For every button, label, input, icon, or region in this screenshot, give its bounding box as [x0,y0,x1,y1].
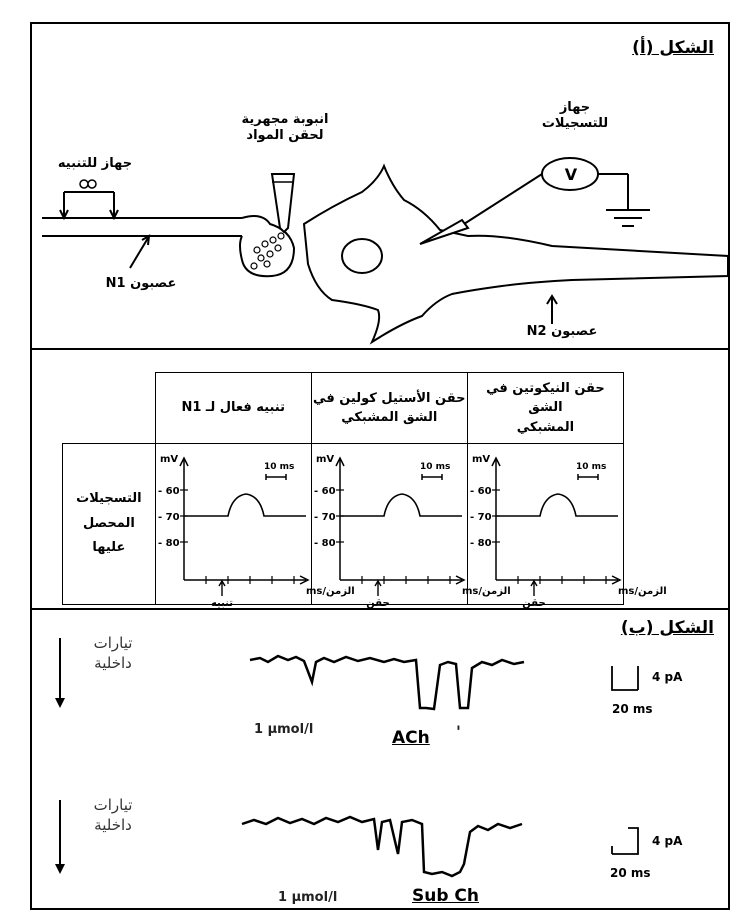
scale-bar [577,474,599,480]
inward-current-label: تيارات داخلية [93,634,133,672]
scale-bar-label: 10 ms [576,462,606,472]
figure-b-panel: الشكل (ب) تيارات داخلية تيارات داخلية 1 … [32,610,728,910]
figure-b-title: الشكل (ب) [620,618,714,638]
figure-a-title: الشكل (أ) [632,38,714,58]
figure-frame: الشكل (أ) [30,22,730,910]
y-tick-label: - 70 [314,512,336,523]
synaptic-vesicles [250,232,285,270]
postsynaptic-neuron [302,163,729,345]
recorder-label: جهاز للتسجيلات [541,100,609,132]
concentration-label: 1 µmol/l [254,722,314,737]
x-unit-label: الزمن/ms [618,586,667,597]
y-unit-label: mV [160,454,178,465]
potential-curve [339,493,462,517]
stimulator-label: جهاز للتنبيه [57,156,133,171]
stimulator-coil-icon [79,179,89,189]
subch-current-trace [241,815,523,878]
recordings-table: تنبيه فعال لـ N1 حقن الأستيل كولين في ال… [62,372,667,609]
event-label: حقن [366,598,389,609]
y-axis-arrow-icon [491,456,501,467]
scale-bar-1 [611,666,639,691]
scale-bar-label: 10 ms [264,462,294,472]
voltmeter-label: V [564,165,578,184]
y-tick-label: - 70 [470,512,492,523]
table-header-row: تنبيه فعال لـ N1 حقن الأستيل كولين في ال… [63,372,625,444]
scale-x-label: 20 ms [610,866,651,880]
ach-current-trace [249,654,525,711]
x-axis-arrow-icon [299,575,310,585]
y-tick-label: - 60 [314,486,336,497]
potential-curve [495,493,618,517]
micropipette [270,173,296,234]
column-header: حقن النيكوتين في الشق المشبكي [466,372,625,444]
concentration-label: 1 µmol/l [278,890,338,905]
y-tick-label: - 60 [470,486,492,497]
y-axis-arrow-icon [335,456,345,467]
potential-curve [183,493,306,517]
scale-bar-label: 10 ms [420,462,450,472]
event-label: تنبيه [211,598,233,609]
column-header: حقن الأستيل كولين في الشق المشبكي [310,372,468,444]
row-label: التسجيلات المحصل عليها [62,443,156,605]
scale-bar [420,474,443,480]
scale-x-label: 20 ms [612,702,653,716]
y-unit-label: mV [472,454,490,465]
drug-label-subch: Sub Ch [412,886,480,906]
y-tick-label: - 70 [158,512,180,523]
figure-a-panel: الشكل (أ) [32,24,729,350]
y-tick-label: - 80 [470,538,492,549]
scale-y-label: 4 pA [652,834,683,848]
scale-y-label: 4 pA [652,670,683,684]
x-axis-arrow-icon [611,575,622,585]
drug-label-ach: ACh [392,728,430,748]
y-tick-label: - 80 [158,538,180,549]
micropipette-label: انبوبة مجهرية لحقن المواد [241,112,329,144]
table-row: التسجيلات المحصل عليها - 60 - 70 - 80 mV 10 … [62,443,667,609]
event-label: حقن [522,598,545,609]
neuron-diagram [42,157,729,345]
neuron-n1-label: عصبون N1 [105,276,177,291]
membrane-potential-graph: - 60 - 70 - 80 mV 10 ms حقن الزمن/ms [470,454,667,609]
inward-current-label: تيارات داخلية [93,796,133,834]
current-traces [55,638,639,878]
n1-pointer-arrow [129,237,149,269]
y-unit-label: mV [316,454,334,465]
nucleus [341,238,383,274]
recordings-table-panel: تنبيه فعال لـ N1 حقن الأستيل كولين في ال… [32,350,728,610]
y-tick-label: - 60 [158,486,180,497]
y-axis-arrow-icon [179,456,189,467]
scale-bar-2 [612,827,639,855]
y-tick-label: - 80 [314,538,336,549]
neuron-n2-label: عصبون N2 [526,324,598,339]
x-axis-arrow-icon [455,575,466,585]
graph-cell: - 60 - 70 - 80 mV 10 ms حقن الزمن/ms [466,443,667,609]
column-header: تنبيه فعال لـ N1 [154,372,312,444]
ach-mark: ' [456,722,461,741]
scale-bar [265,474,287,480]
